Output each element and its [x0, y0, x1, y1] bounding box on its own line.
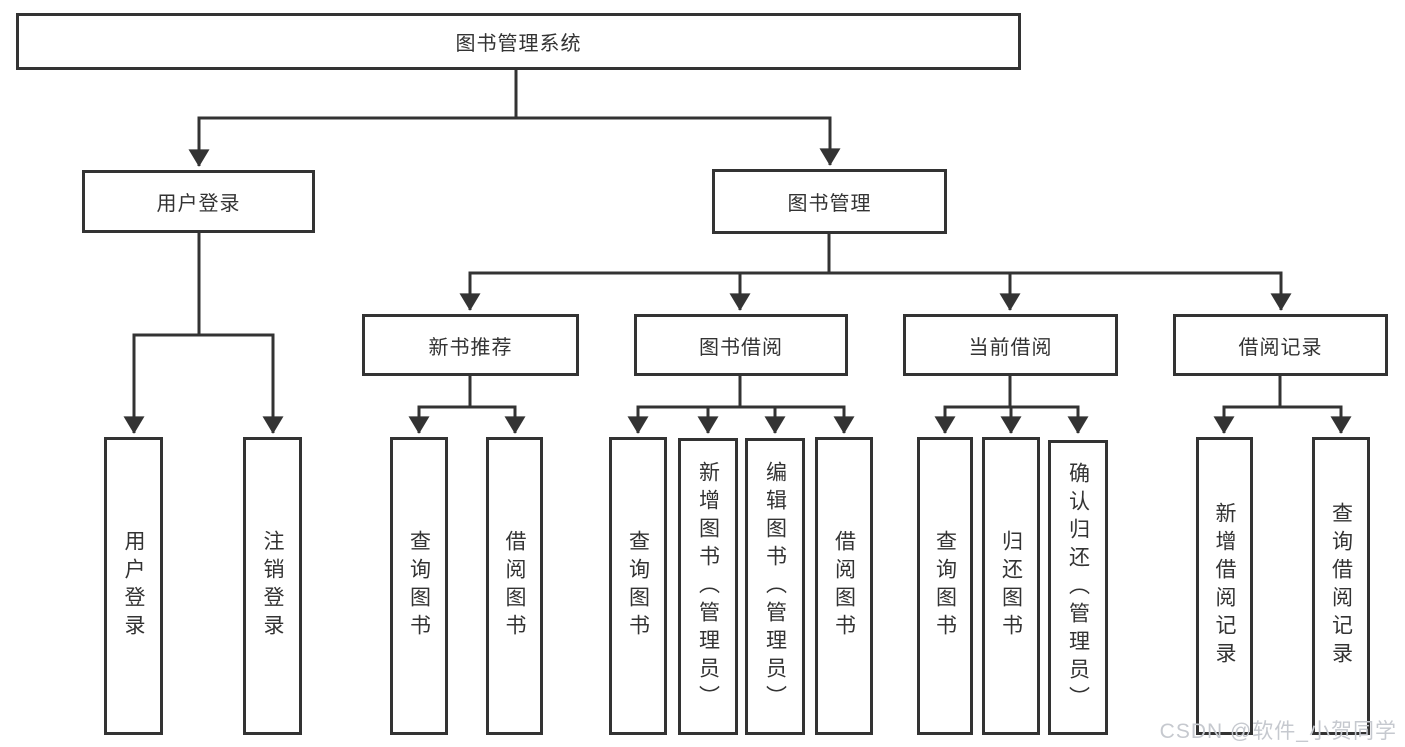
node-new-book-recommend: 新书推荐 [362, 314, 579, 376]
leaf-borrow-books: 借阅图书 [815, 437, 873, 735]
leaf-edit-book-admin: 编辑图书（管理员） [745, 438, 805, 735]
leaf-return-books: 归还图书 [982, 437, 1040, 735]
csdn-watermark: CSDN @软件_小贺同学 [1159, 720, 1397, 743]
leaf-confirm-return-admin: 确认归还（管理员） [1048, 440, 1108, 735]
leaf-logout: 注销登录 [243, 437, 302, 735]
node-book-borrow: 图书借阅 [634, 314, 848, 376]
node-library-management-system: 图书管理系统 [16, 13, 1021, 70]
leaf-query-books-borrow: 查询图书 [609, 437, 667, 735]
leaf-user-login: 用户登录 [104, 437, 163, 735]
leaf-add-borrow-record: 新增借阅记录 [1196, 437, 1253, 735]
node-borrow-records: 借阅记录 [1173, 314, 1388, 376]
leaf-query-borrow-record: 查询借阅记录 [1312, 437, 1370, 735]
leaf-query-books-recommend: 查询图书 [390, 437, 448, 735]
node-current-borrow: 当前借阅 [903, 314, 1118, 376]
leaf-add-book-admin: 新增图书（管理员） [678, 438, 738, 735]
leaf-borrow-books-recommend: 借阅图书 [486, 437, 543, 735]
leaf-query-books-current: 查询图书 [917, 437, 973, 735]
node-user-login: 用户登录 [82, 170, 315, 233]
node-book-management: 图书管理 [712, 169, 947, 234]
